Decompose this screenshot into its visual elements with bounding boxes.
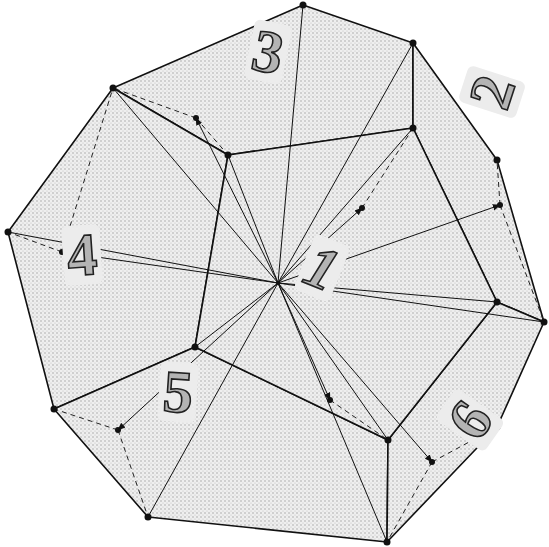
- vertex-dot: [359, 205, 365, 211]
- vertex-dot: [541, 319, 548, 326]
- vertex-dot: [494, 157, 501, 164]
- face-number: 2: [458, 65, 527, 120]
- radius-line: [228, 155, 278, 283]
- radius-line: [278, 283, 388, 440]
- face-number: 5: [157, 361, 199, 424]
- arrow: [278, 283, 432, 462]
- vertex-dot: [300, 2, 307, 9]
- arrow: [196, 118, 278, 283]
- radius-line: [278, 283, 387, 542]
- vertex-dot: [497, 202, 503, 208]
- dashed-lines: [8, 88, 544, 542]
- radius-line: [148, 283, 278, 517]
- vertex-dot: [51, 406, 58, 413]
- vertex-dot: [410, 40, 417, 47]
- dashed-line: [113, 88, 228, 155]
- radius-line: [8, 232, 278, 283]
- dashed-line: [497, 160, 544, 322]
- vertex-dot: [410, 125, 417, 132]
- radius-line: [195, 283, 278, 347]
- vertex-dot: [115, 427, 121, 433]
- vertex-dot: [429, 459, 435, 465]
- arrow: [118, 283, 278, 430]
- vertex-dot: [384, 539, 391, 546]
- vertex-dot: [225, 152, 232, 159]
- vertex-dots: [5, 2, 548, 546]
- vertex-dot: [385, 437, 392, 444]
- face-number: 4: [61, 224, 103, 287]
- vertex-dot: [327, 397, 333, 403]
- vertex-dot: [5, 229, 12, 236]
- radius-lines: [8, 5, 544, 542]
- dashed-line: [330, 400, 388, 440]
- vertex-dot: [110, 85, 117, 92]
- center-dot: [276, 281, 280, 285]
- radius-line: [113, 88, 278, 283]
- vertex-dot: [192, 344, 199, 351]
- arrows: [62, 118, 500, 462]
- dashed-line: [54, 409, 148, 517]
- vertex-dot: [494, 299, 501, 306]
- vertex-dot: [193, 115, 199, 121]
- dashed-line: [362, 128, 413, 208]
- vertex-dot: [145, 514, 152, 521]
- faces: [8, 5, 544, 542]
